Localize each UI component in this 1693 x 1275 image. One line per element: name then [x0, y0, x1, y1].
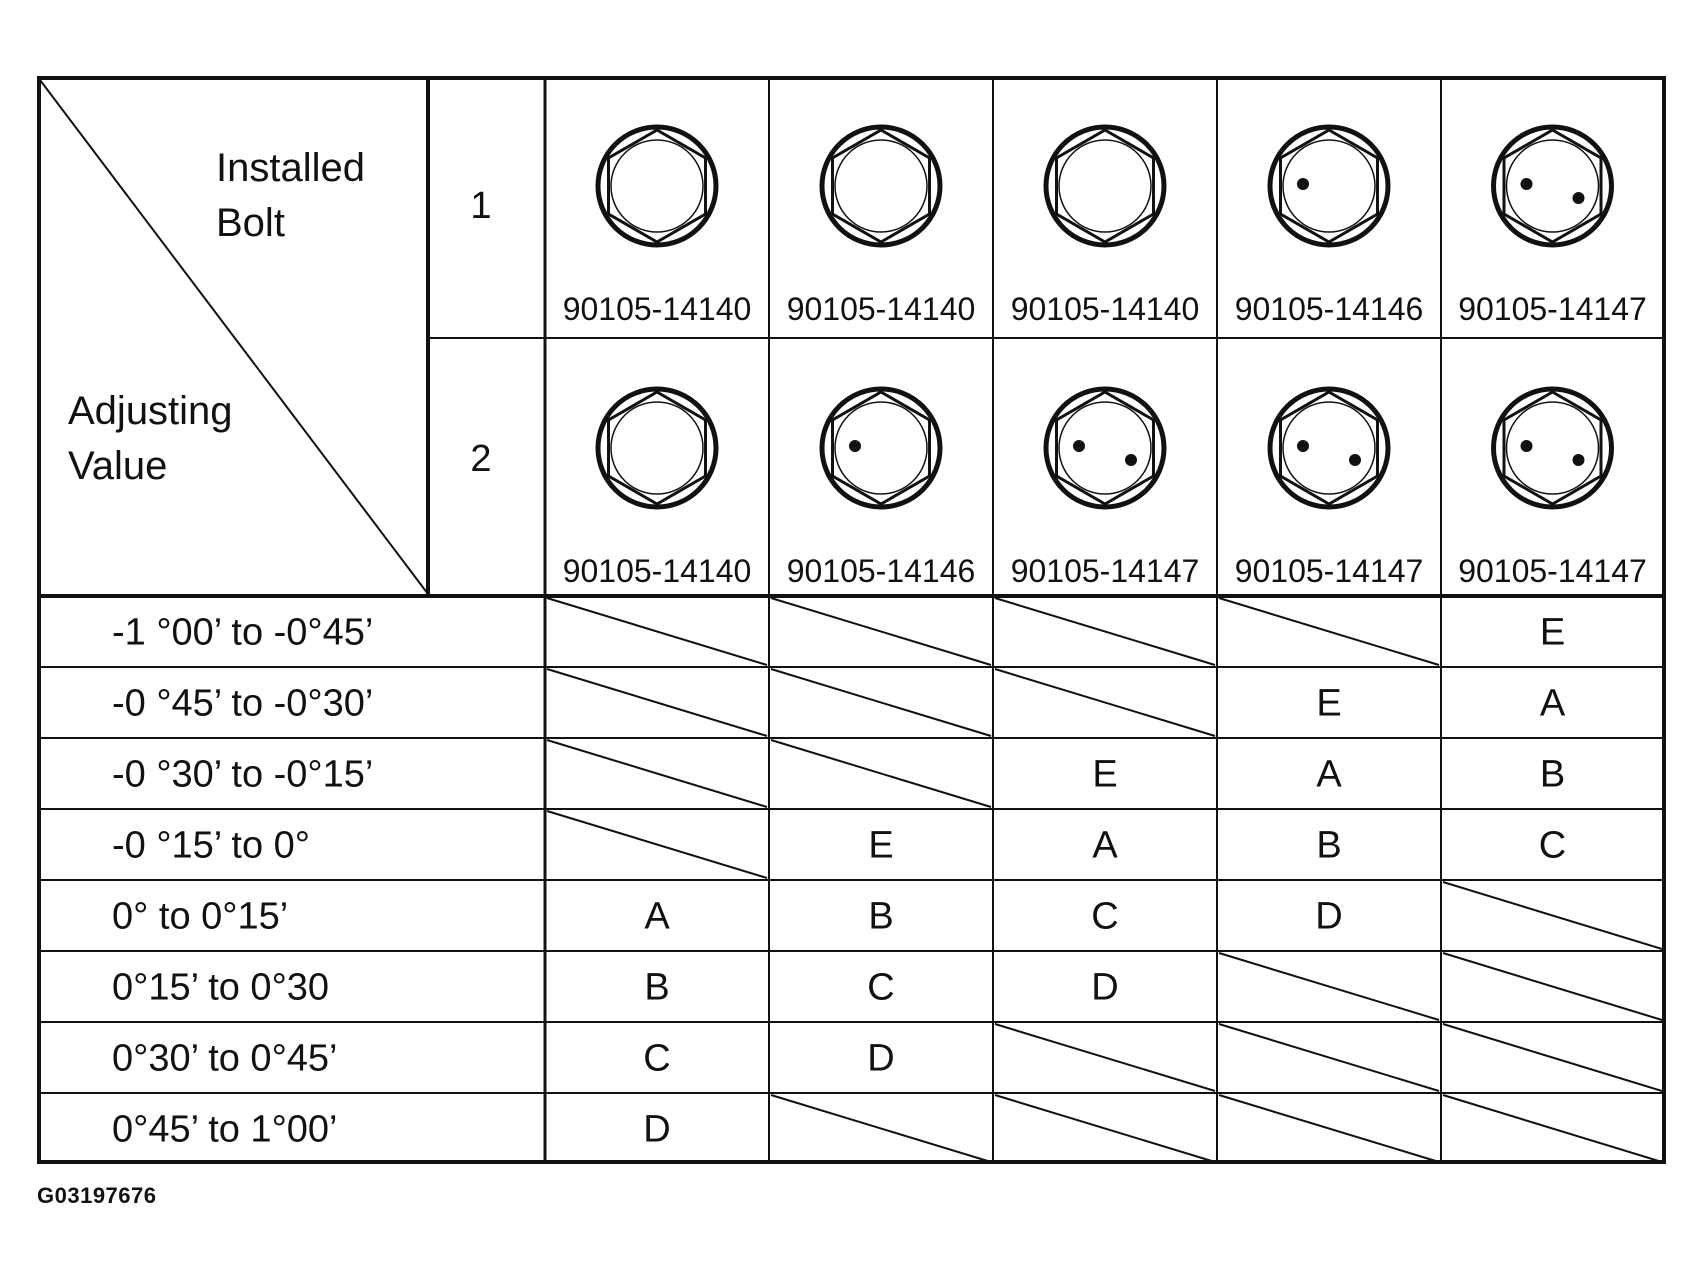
bolt-head-icon [1267, 386, 1391, 510]
bolt-mark-dot [1073, 440, 1085, 452]
bolt-head-icon [595, 124, 719, 248]
selection-code: A [1316, 754, 1342, 796]
bolt-mark-dot [1297, 440, 1309, 452]
not-applicable-slash [994, 668, 1216, 737]
part-number: 90105-14140 [1011, 291, 1200, 327]
not-applicable-slash [1218, 1023, 1440, 1092]
selection-code: C [1539, 825, 1566, 867]
adjust-range-label: -0 °30’ to -0°15’ [112, 754, 373, 796]
adjust-range-label: -1 °00’ to -0°45’ [112, 612, 373, 654]
selection-code: A [1540, 683, 1566, 725]
not-applicable-slash [1442, 952, 1663, 1021]
not-applicable-slash [770, 597, 992, 666]
selection-code: D [1091, 967, 1118, 1009]
part-number: 90105-14140 [787, 291, 976, 327]
not-applicable-slash [1218, 952, 1440, 1021]
bolt-head-icon [819, 124, 943, 248]
part-number: 90105-14147 [1011, 553, 1200, 589]
selection-code: E [1092, 754, 1117, 796]
selection-code: B [1316, 825, 1341, 867]
selection-code: E [868, 825, 893, 867]
selection-code: A [644, 896, 670, 938]
selection-code: C [867, 967, 894, 1009]
selection-code: C [643, 1038, 670, 1080]
adjust-range-label: 0°30’ to 0°45’ [112, 1038, 337, 1080]
bolt-row-label-2: 2 [470, 438, 491, 480]
adjusting-value-label-line2: Value [68, 444, 167, 488]
not-applicable-slash [1218, 597, 1440, 666]
not-applicable-slash [546, 668, 768, 737]
selection-code: E [1316, 683, 1341, 725]
selection-code: D [867, 1038, 894, 1080]
part-number: 90105-14147 [1458, 291, 1647, 327]
part-number: 90105-14140 [563, 291, 752, 327]
part-number: 90105-14147 [1458, 553, 1647, 589]
selection-code: D [643, 1109, 670, 1151]
selection-code: D [1315, 896, 1342, 938]
not-applicable-slash [1442, 1023, 1663, 1092]
bolt-mark-dot [1520, 178, 1533, 190]
part-number: 90105-14140 [563, 553, 752, 589]
bolt-head-icon [1267, 124, 1391, 248]
selection-code: B [644, 967, 669, 1009]
bolt-icons: 90105-14140 90105-14140 90105-14140 90105-1… [563, 124, 1647, 589]
adjust-range-label: 0°15’ to 0°30 [112, 967, 329, 1009]
bolt-mark-dot [1349, 454, 1361, 466]
selection-code: B [868, 896, 893, 938]
part-number: 90105-14147 [1235, 553, 1424, 589]
bolt-mark-dot [1520, 440, 1533, 452]
corner-diagonal [39, 79, 429, 595]
bolt-mark-dot [1572, 192, 1585, 204]
not-applicable-slash [546, 739, 768, 808]
bolt-head-icon [595, 386, 719, 510]
bolt-head-icon [1491, 124, 1614, 248]
installed-bolt-label-line2: Bolt [216, 201, 285, 245]
adjust-range-label: -0 °15’ to 0° [112, 825, 310, 867]
part-number: 90105-14146 [787, 553, 976, 589]
not-applicable-slash [770, 1094, 992, 1163]
not-applicable-slash [770, 739, 992, 808]
selection-code: B [1540, 754, 1565, 796]
adjust-range-label: -0 °45’ to -0°30’ [112, 683, 373, 725]
selection-code: E [1540, 612, 1565, 654]
bolt-head-icon [1043, 124, 1167, 248]
figure-id: G03197676 [37, 1183, 157, 1208]
selection-code: C [1091, 896, 1118, 938]
bolt-head-icon [1043, 386, 1167, 510]
adjust-range-label: 0° to 0°15’ [112, 896, 288, 938]
bolt-mark-dot [849, 440, 861, 452]
not-applicable-slash [994, 1023, 1216, 1092]
table-grid [37, 76, 1666, 1164]
adjusting-value-label-line1: Adjusting [68, 389, 233, 433]
bolt-row-label-1: 1 [470, 185, 491, 227]
adjust-range-label: 0°45’ to 1°00’ [112, 1109, 337, 1151]
table-outer-border [37, 76, 1666, 1164]
selection-code: A [1092, 825, 1118, 867]
not-applicable-slash [546, 597, 768, 666]
not-applicable-slash [770, 668, 992, 737]
not-applicable-slash [1442, 1094, 1663, 1163]
not-applicable-slash [1442, 881, 1663, 950]
corner-header: Installed Bolt Adjusting Value [39, 79, 429, 595]
bolt-head-icon [819, 386, 943, 510]
bolt-mark-dot [1125, 454, 1137, 466]
not-applicable-slash [1218, 1094, 1440, 1163]
bolt-head-icon [1491, 386, 1614, 510]
part-number: 90105-14146 [1235, 291, 1424, 327]
installed-bolt-label-line1: Installed [216, 146, 365, 190]
not-applicable-slash [994, 1094, 1216, 1163]
not-applicable-slash [994, 597, 1216, 666]
not-applicable-slash [546, 810, 768, 879]
bolt-mark-dot [1297, 178, 1309, 190]
bolt-mark-dot [1572, 454, 1585, 466]
